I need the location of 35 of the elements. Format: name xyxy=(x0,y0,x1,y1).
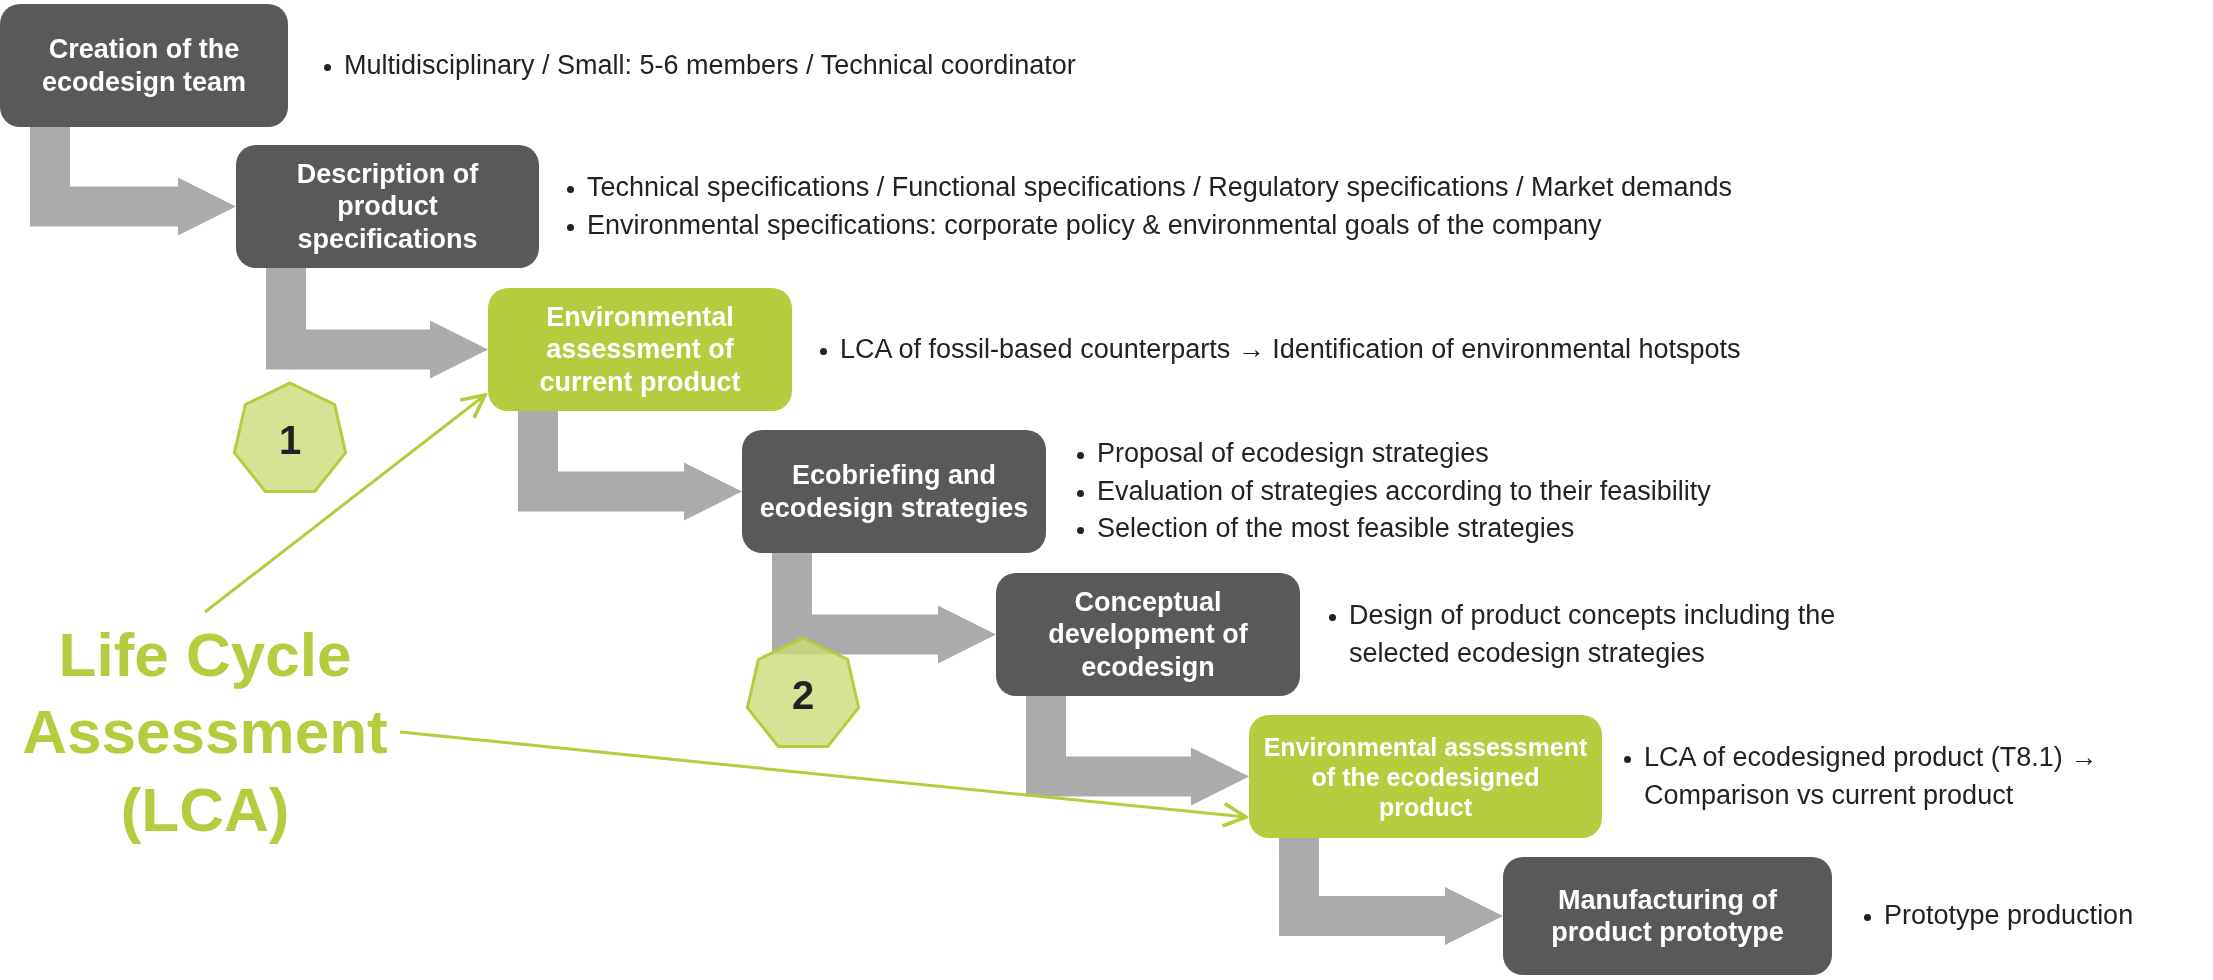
bullet-text: LCA of ecodesigned product (T8.1) → Comparison vs current product xyxy=(1622,738,2192,815)
block-arrow xyxy=(518,411,742,521)
process-label: Conceptual development of ecodesign xyxy=(1047,585,1249,684)
block-arrow xyxy=(772,553,996,664)
process-label: Manufacturing of product prototype xyxy=(1550,883,1785,949)
process-label: Creation of the ecodesign team xyxy=(40,33,248,98)
block-arrow xyxy=(30,127,236,236)
block-arrow xyxy=(1279,838,1503,945)
process-box xyxy=(0,4,288,127)
bullet-text: Multidisciplinary / Small: 5-6 members / Technical coordinator xyxy=(322,46,1076,85)
process-box xyxy=(236,145,539,268)
process-box xyxy=(996,573,1300,696)
arrow xyxy=(204,393,487,614)
bullet-text: Environmental specifications: corporate policy & environmental goals of the company xyxy=(565,206,1733,245)
bullet-text: Design of product concepts including the selected ecodesign strategies xyxy=(1327,596,1927,673)
process-label: Description of product specifications xyxy=(295,157,480,256)
bullet-text: Prototype production xyxy=(1862,897,2134,935)
process-label: Environmental assessment of the ecodesigned product xyxy=(1263,731,1588,822)
bullet-text: Technical specifications / Functional specifications / Regulatory specifications / Market demands xyxy=(565,168,1733,207)
arrow xyxy=(399,730,1248,828)
bullet-text: Selection of the most feasible strategies xyxy=(1075,510,1711,549)
heading-text: Life Cycle Assessment (LCA) xyxy=(21,618,389,846)
process-box xyxy=(1503,857,1832,975)
block-arrow xyxy=(266,268,488,379)
block-arrow xyxy=(1026,696,1249,806)
bullet-text: LCA of fossil-based counterparts → Identification of environmental hotspots xyxy=(818,330,1741,369)
process-box xyxy=(742,430,1046,553)
process-label: Ecobriefing and ecodesign strategies xyxy=(758,459,1030,524)
bullet-text: Proposal of ecodesign strategies xyxy=(1075,434,1711,473)
process-label: Environmental assessment of current product xyxy=(538,300,742,399)
step-number: 1 xyxy=(278,417,302,463)
process-box xyxy=(488,288,792,411)
bullet-text: Evaluation of strategies according to their feasibility xyxy=(1075,472,1711,511)
step-number: 2 xyxy=(791,672,815,718)
process-box xyxy=(1249,715,1602,838)
